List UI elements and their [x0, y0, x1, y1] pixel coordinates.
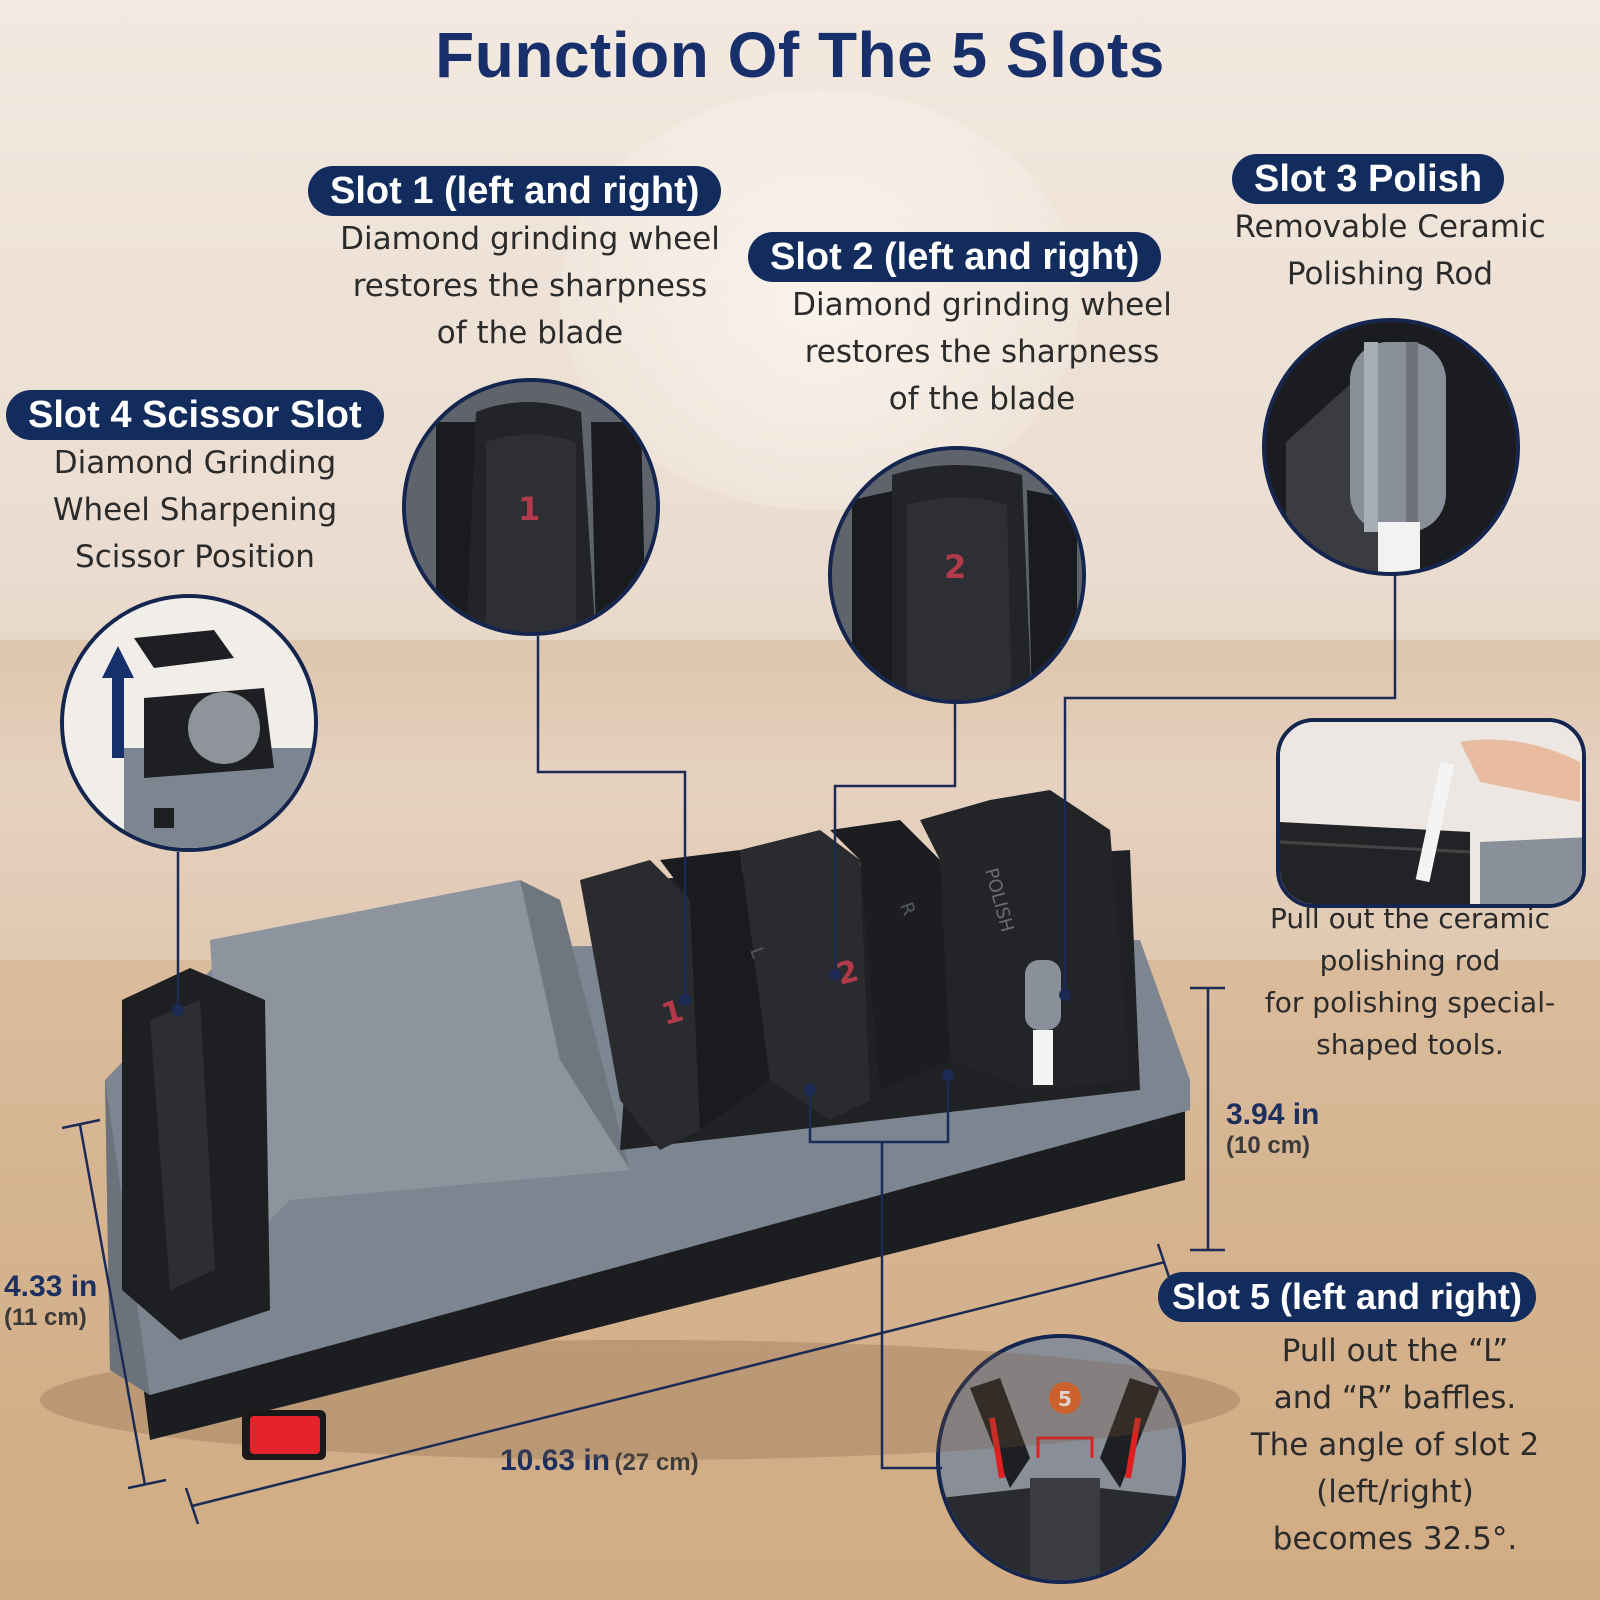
slot1-closeup-circle: 1 — [402, 378, 660, 636]
leader-dot — [679, 994, 691, 1006]
dimension-tick — [1156, 1243, 1172, 1281]
page-title: Function Of The 5 Slots — [435, 19, 1165, 91]
dimension-line-length — [191, 1260, 1166, 1508]
rod-note-line: for polishing special- — [1264, 986, 1556, 1019]
slot2-desc-line: restores the sharpness — [804, 334, 1160, 370]
leader-dot — [172, 1004, 184, 1016]
dimension-depth: 4.33 in (11 cm) — [4, 1270, 97, 1332]
dimension-height-unit: (10 cm) — [1226, 1132, 1311, 1159]
dimension-height: 3.94 in (10 cm) — [1226, 1098, 1319, 1160]
dimension-depth-unit: (11 cm) — [4, 1304, 87, 1331]
slot2-desc-line: Diamond grinding wheel — [792, 287, 1172, 323]
device-top-panel — [210, 880, 630, 1260]
dimension-length: 10.63 in (27 cm) — [500, 1444, 699, 1478]
power-switch — [250, 1416, 320, 1454]
device-polish-rod-handle — [1025, 960, 1061, 1030]
dimension-depth-value: 4.33 in — [4, 1270, 98, 1303]
slot1-description: Diamond grinding wheel restores the shar… — [300, 216, 760, 357]
slot3-polish-block — [920, 790, 1130, 1090]
dimension-length-value: 10.63 in — [500, 1444, 611, 1477]
slot1-desc-line: restores the sharpness — [352, 268, 708, 304]
slot5-description: Pull out the “L” and “R” baffles. The an… — [1190, 1328, 1600, 1563]
leader-dot — [829, 969, 841, 981]
slot3-closeup-illustration — [1266, 322, 1516, 572]
slot4-desc-line: Wheel Sharpening — [52, 492, 338, 528]
rod-note-line: shaped tools. — [1316, 1028, 1504, 1061]
slot5-desc-line: The angle of slot 2 — [1250, 1427, 1540, 1463]
slot2-closeup-marker: 2 — [944, 548, 966, 586]
slot5-label: Slot 5 (left and right) — [1158, 1272, 1536, 1322]
dimension-length-unit: (27 cm) — [614, 1449, 699, 1476]
slot2-description: Diamond grinding wheel restores the shar… — [752, 282, 1212, 423]
slot1-label: Slot 1 (left and right) — [308, 166, 722, 216]
slot5-desc-line: (left/right) — [1316, 1474, 1474, 1510]
slot4-closeup-illustration — [64, 598, 314, 848]
slot5-desc-line: Pull out the “L” — [1281, 1333, 1509, 1369]
slot2-label: Slot 2 (left and right) — [748, 232, 1162, 282]
device-polish-rod — [1033, 1030, 1053, 1085]
leader-dots — [172, 969, 1071, 1096]
dimension-line-depth — [78, 1124, 147, 1486]
slot5-desc-line: becomes 32.5°. — [1272, 1521, 1518, 1557]
slot1-desc-line: of the blade — [436, 315, 624, 351]
slot4-closeup-circle — [60, 594, 318, 852]
device-top-panel-facet — [520, 880, 630, 1170]
dimension-tick — [127, 1478, 167, 1490]
arrow-up-icon — [102, 646, 134, 758]
rod-pull-illustration — [1280, 722, 1582, 904]
leader-slot2 — [833, 704, 957, 975]
leader-slot3 — [1063, 576, 1397, 995]
slot5-closeup-marker: 5 — [1058, 1387, 1072, 1411]
slot4-description: Diamond Grinding Wheel Sharpening Scisso… — [10, 440, 380, 581]
slot1-desc-line: Diamond grinding wheel — [340, 221, 720, 257]
dimension-height-value: 3.94 in — [1226, 1098, 1320, 1131]
slot3-desc-line: Polishing Rod — [1286, 256, 1494, 292]
slot1-closeup-illustration: 1 — [406, 382, 656, 632]
background-glow — [560, 90, 1080, 510]
slot1-wedge — [580, 860, 700, 1150]
leader-slot1 — [536, 636, 687, 1000]
dimension-lines — [61, 986, 1225, 1525]
slot5-desc-line: and “R” baffles. — [1273, 1380, 1517, 1416]
slot2-wedge-right — [830, 820, 950, 1090]
dimension-tick — [61, 1118, 101, 1130]
slot3-desc-line: Removable Ceramic — [1234, 209, 1546, 245]
slot2-wedge-left — [740, 830, 870, 1120]
scissor-slot-groove — [150, 1000, 215, 1290]
slot1-wedge-side — [660, 850, 770, 1130]
slot3-label: Slot 3 Polish — [1232, 154, 1505, 204]
slot2-desc-line: of the blade — [888, 381, 1076, 417]
leader-dot — [1059, 989, 1071, 1001]
leader-lines — [176, 576, 1397, 1470]
slot4-desc-line: Scissor Position — [75, 539, 315, 575]
slot4-label: Slot 4 Scissor Slot — [6, 390, 384, 440]
slot3-closeup-circle — [1262, 318, 1520, 576]
rod-pull-callout — [1276, 718, 1586, 908]
slot3-description: Removable Ceramic Polishing Rod — [1190, 204, 1590, 298]
slot5-closeup-circle: 5 — [936, 1334, 1186, 1584]
rod-note-line: polishing rod — [1319, 944, 1501, 977]
leader-slot5-bracket — [808, 1070, 950, 1144]
leader-slot5 — [880, 1142, 942, 1470]
leader-dot — [942, 1069, 954, 1081]
leader-dot — [804, 1084, 816, 1096]
slot1-closeup-marker: 1 — [518, 490, 540, 528]
dimension-tick — [184, 1487, 200, 1525]
slot4-desc-line: Diamond Grinding — [53, 445, 337, 481]
